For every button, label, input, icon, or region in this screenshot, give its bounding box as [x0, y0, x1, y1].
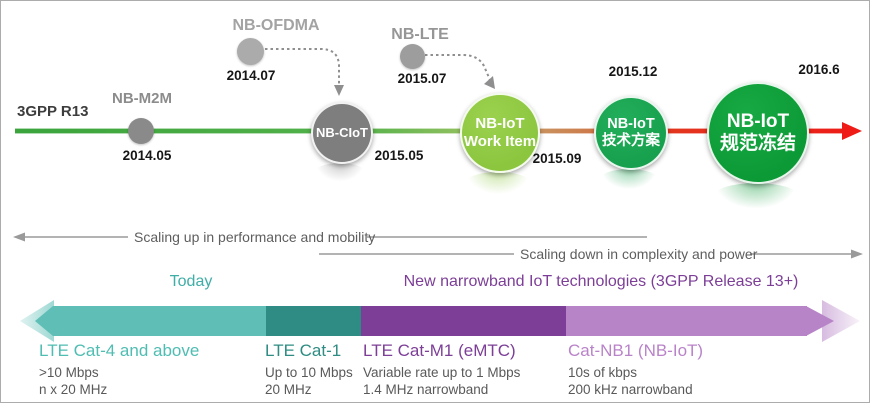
freeze-reflection [712, 183, 800, 211]
band-segment-lte-cat4 [35, 306, 266, 336]
spec-line: >10 Mbps [39, 365, 99, 380]
nb-m2m-circle [128, 118, 154, 144]
nb-ciot-date: 2015.05 [374, 148, 424, 163]
spec-title-lte-cat4: LTE Cat-4 and above [39, 341, 200, 360]
work-item-label-line1: NB-IoT [475, 115, 525, 133]
nb-lte-circle [400, 44, 425, 69]
scaling-down-arrowhead-icon [851, 249, 863, 259]
nb-iot-tech-circle: NB-IoT 技术方案 [594, 96, 668, 170]
nb-iot-freeze-circle: NB-IoT 规范冻结 [707, 82, 809, 184]
timeline-track [15, 128, 845, 134]
nb-ofdma-circle [237, 38, 264, 65]
nb-ofdma-connector-arrow-icon [265, 48, 340, 86]
nb-m2m-date: 2014.05 [122, 148, 172, 163]
band-segment-cat-nb1 [566, 306, 807, 336]
scaling-up-arrowhead-icon [13, 232, 25, 242]
tech-label-line1: NB-IoT [607, 115, 655, 132]
spec-title-cat-nb1: Cat-NB1 (NB-IoT) [568, 341, 704, 360]
freeze-label-line1: NB-IoT [726, 110, 790, 132]
scaling-down-label: Scaling down in complexity and power [520, 246, 758, 262]
spec-line: 200 kHz narrowband [568, 382, 693, 398]
work-item-label-line2: Work Item [463, 133, 537, 150]
spec-title-lte-cat1: LTE Cat-1 [265, 341, 342, 360]
nb-ciot-circle-label: NB-CIoT [316, 125, 368, 141]
spec-col-cat-nb1: Cat-NB1 (NB-IoT) 10s of kbps 200 kHz nar… [568, 341, 703, 399]
freeze-date: 2016.6 [798, 62, 840, 77]
narrowband-heading: New narrowband IoT technologies (3GPP Re… [403, 273, 799, 290]
work-item-date: 2015.09 [532, 151, 582, 166]
tech-reflection [599, 169, 659, 191]
spec-line: n x 20 MHz [39, 382, 108, 398]
spec-col-lte-cat1: LTE Cat-1 Up to 10 Mbps 20 MHz [265, 341, 353, 399]
nb-ciot-reflection [314, 163, 366, 183]
track-label: 3GPP R13 [17, 103, 89, 120]
nb-lte-connector-arrowhead-icon [484, 76, 495, 89]
spec-col-lte-catm1: LTE Cat-M1 (eMTC) Variable rate up to 1 … [363, 341, 520, 399]
spec-title-lte-catm1: LTE Cat-M1 (eMTC) [363, 341, 516, 360]
spec-col-lte-cat4: LTE Cat-4 and above >10 Mbps n x 20 MHz [39, 341, 199, 399]
nb-ofdma-date: 2014.07 [226, 68, 276, 83]
spec-line: 20 MHz [265, 382, 312, 398]
spec-line: Variable rate up to 1 Mbps [363, 365, 521, 380]
timeline-arrow-icon [842, 122, 862, 140]
nb-ofdma-label: NB-OFDMA [232, 17, 320, 34]
spec-line: Up to 10 Mbps [265, 365, 353, 380]
scaling-up-label: Scaling up in performance and mobility [134, 229, 376, 245]
today-heading: Today [169, 273, 213, 290]
work-item-reflection [464, 172, 532, 196]
nb-iot-work-item-circle: NB-IoT Work Item [460, 93, 540, 173]
spec-line: 1.4 MHz narrowband [363, 382, 489, 398]
nb-ciot-circle: NB-CIoT [311, 102, 373, 164]
nb-lte-label: NB-LTE [391, 26, 449, 43]
band-segment-lte-cat1 [266, 306, 361, 336]
spec-line: 10s of kbps [568, 365, 638, 380]
band-segment-lte-catm1 [361, 306, 566, 336]
nb-lte-connector-arrow-icon [425, 54, 491, 81]
nb-m2m-label: NB-M2M [112, 90, 172, 107]
nb-ofdma-connector-arrowhead-icon [334, 85, 344, 96]
tech-date: 2015.12 [608, 64, 658, 79]
nb-lte-date: 2015.07 [397, 71, 447, 86]
freeze-label-line2: 规范冻结 [719, 133, 796, 154]
tech-label-line2: 技术方案 [602, 133, 660, 149]
